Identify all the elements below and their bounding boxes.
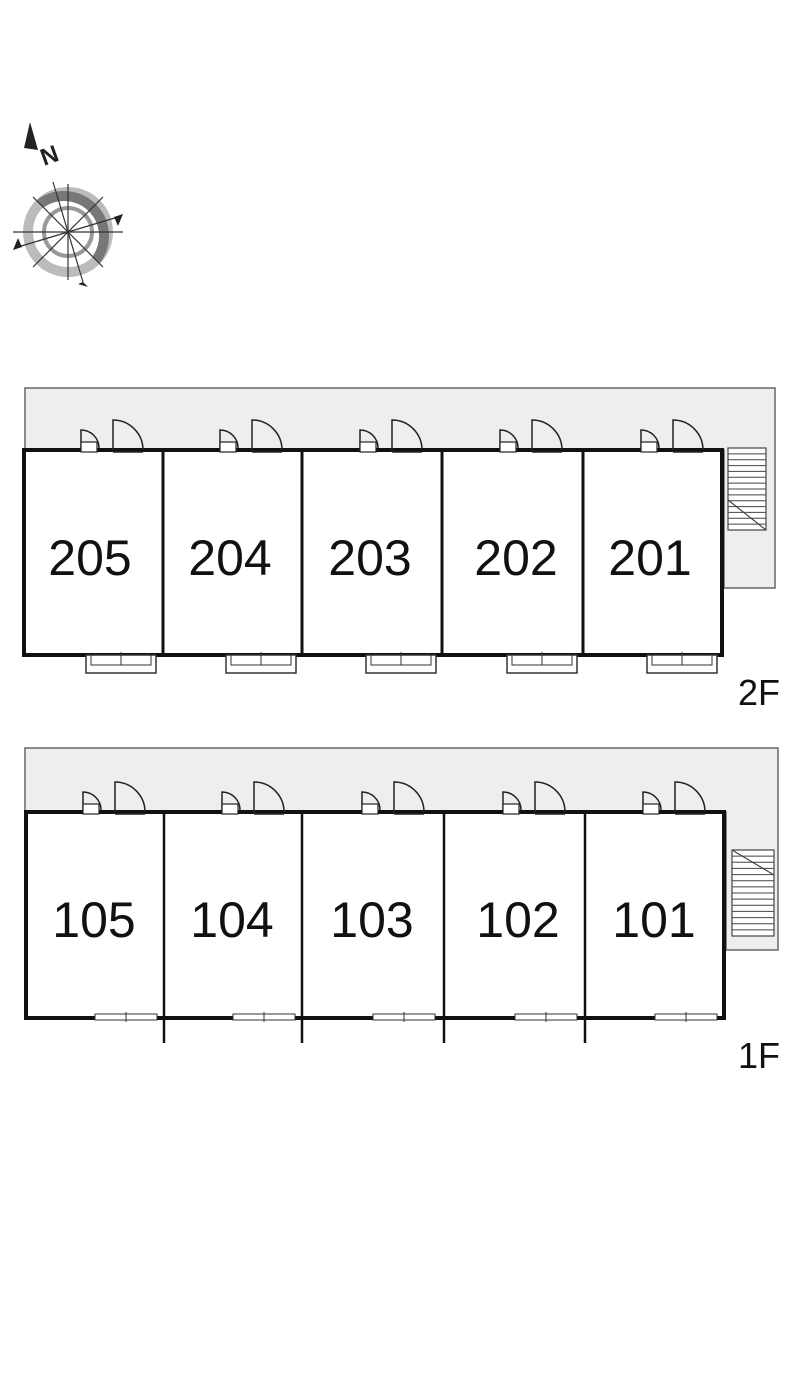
door-swing-icon [112, 419, 144, 452]
door-step-icon [80, 441, 98, 453]
room-103-label: 103 [330, 892, 413, 948]
room-104-label: 104 [190, 892, 273, 948]
door-step-icon [82, 803, 100, 815]
rooms-2f: 205 204 203 202 201 [22, 419, 724, 674]
door-swing-icon [672, 419, 704, 452]
door-step-icon [640, 441, 658, 453]
rooms-1f: 105 104 103 102 101 [24, 781, 726, 1043]
door-swing-icon [80, 429, 100, 452]
room-105-label: 105 [52, 892, 135, 948]
floor-1f: 105 104 103 102 101 1F [24, 747, 780, 1076]
door-step-icon [359, 441, 377, 453]
door-step-icon [502, 803, 520, 815]
door-swing-icon [361, 791, 381, 814]
floor-2f-label: 2F [738, 672, 780, 713]
door-swing-icon [499, 429, 519, 452]
door-step-icon [361, 803, 379, 815]
room-201-label: 201 [608, 530, 691, 586]
door-swing-icon [221, 791, 241, 814]
door-swing-icon [251, 419, 283, 452]
door-swing-icon [359, 429, 379, 452]
staircase-2f [727, 447, 767, 531]
door-step-icon [219, 441, 237, 453]
door-swing-icon [114, 781, 146, 814]
room-102-label: 102 [476, 892, 559, 948]
door-swing-icon [674, 781, 706, 814]
door-swing-icon [531, 419, 563, 452]
room-101-label: 101 [612, 892, 695, 948]
door-swing-icon [219, 429, 239, 452]
compass-north-label: N [37, 140, 63, 171]
floor-1f-label: 1F [738, 1035, 780, 1076]
room-202-label: 202 [474, 530, 557, 586]
door-swing-icon [253, 781, 285, 814]
door-swing-icon [534, 781, 566, 814]
door-step-icon [221, 803, 239, 815]
door-swing-icon [502, 791, 522, 814]
door-swing-icon [391, 419, 423, 452]
room-203-label: 203 [328, 530, 411, 586]
compass-rose-icon: N [13, 122, 123, 287]
room-204-label: 204 [188, 530, 271, 586]
staircase-1f [731, 849, 775, 937]
room-205-label: 205 [48, 530, 131, 586]
floor-2f: 205 204 203 202 201 2F [22, 387, 780, 713]
door-swing-icon [393, 781, 425, 814]
door-step-icon [499, 441, 517, 453]
door-step-icon [642, 803, 660, 815]
door-swing-icon [640, 429, 660, 452]
door-swing-icon [642, 791, 662, 814]
door-swing-icon [82, 791, 102, 814]
